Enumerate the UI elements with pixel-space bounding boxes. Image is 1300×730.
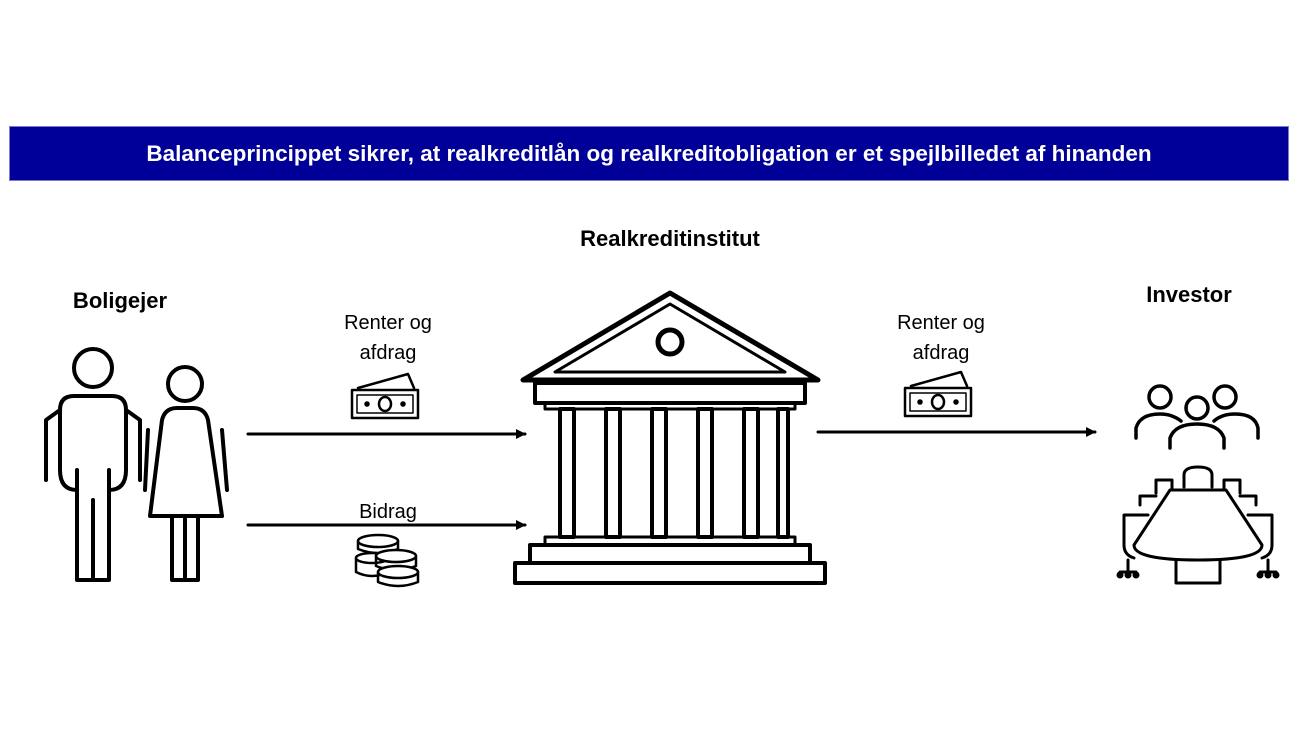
title-banner: Balanceprincippet sikrer, at realkreditl… (10, 127, 1288, 180)
homeowner-title: Boligejer (72, 288, 168, 313)
banknote-icon (350, 372, 420, 420)
flow-label-line: afdrag (912, 342, 970, 364)
institution-title: Realkreditinstitut (580, 226, 760, 251)
flow-label-line: Renter og (897, 312, 985, 334)
flow-label-line: Renter og (344, 312, 432, 334)
bank-icon (513, 290, 827, 585)
meeting-table-icon (1116, 465, 1280, 585)
banknote-icon (903, 370, 973, 418)
arrow-right-icon (246, 427, 1097, 530)
flow-label-right-top: Renter og afdrag (897, 308, 985, 368)
coins-icon (354, 533, 420, 588)
flow-label-left-top: Renter og afdrag (344, 308, 432, 368)
flow-label-line: afdrag (359, 342, 417, 364)
flow-label-left-bottom: Bidrag (359, 501, 417, 523)
investor-title: Investor (1146, 282, 1232, 307)
investors-group-icon (1134, 384, 1260, 450)
people-couple-icon (44, 347, 229, 582)
